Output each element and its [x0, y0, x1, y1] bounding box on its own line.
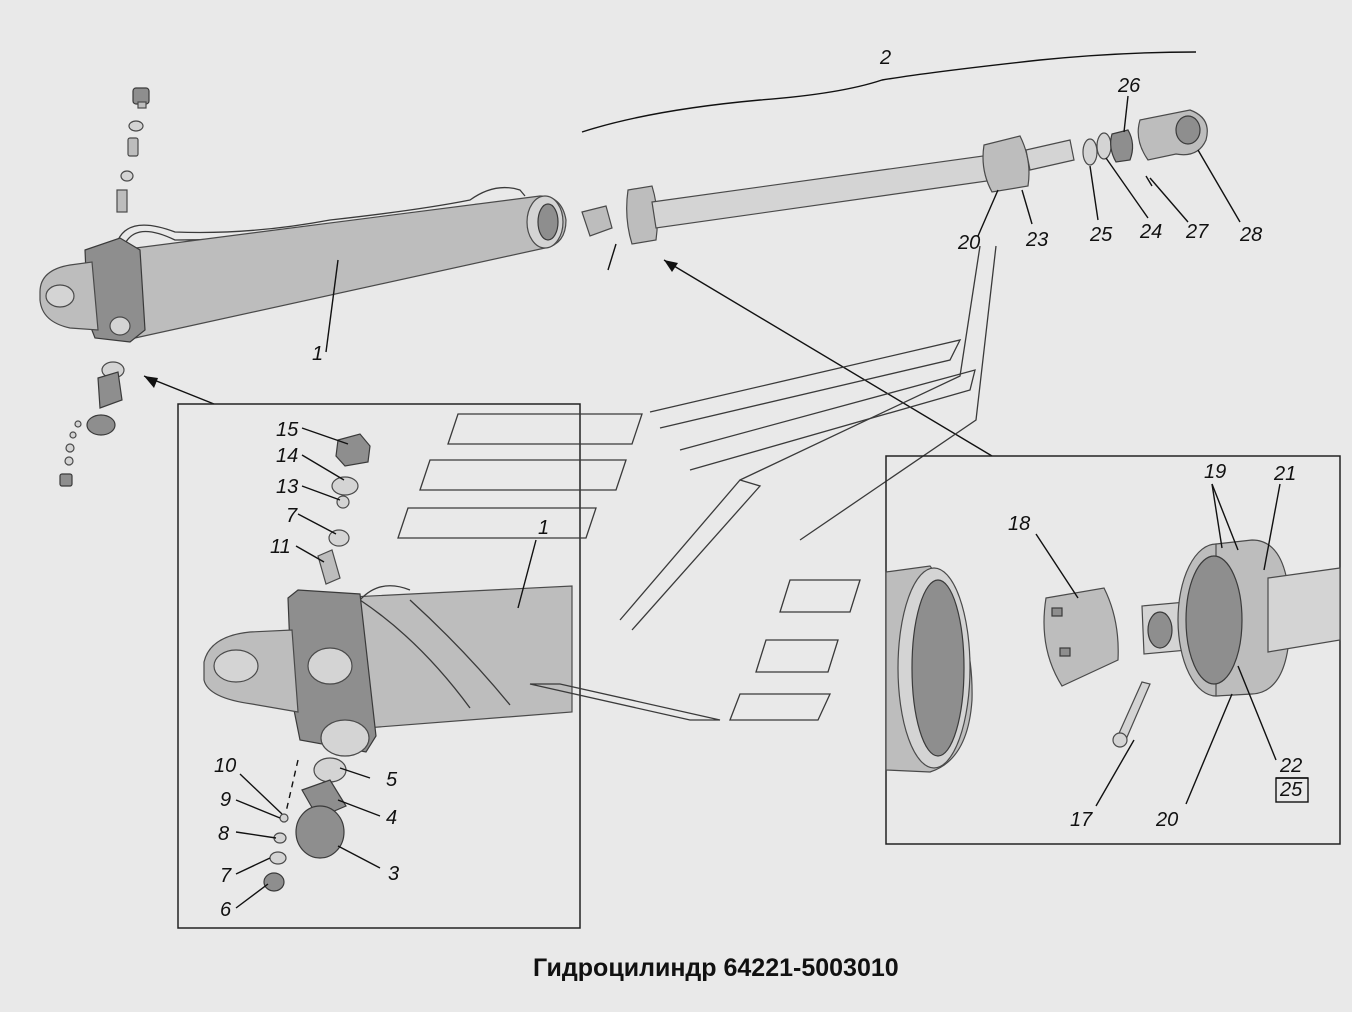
callout-21: 21: [1273, 463, 1296, 485]
callout-14: 14: [276, 445, 298, 467]
top-fitting-stack: [116, 87, 150, 213]
callout-20-detail: 20: [1155, 809, 1178, 831]
callout-4: 4: [386, 807, 397, 829]
leader-lines: [235, 95, 1281, 909]
callout-26: 26: [1117, 75, 1141, 97]
pointer-arrows: [143, 259, 993, 457]
callout-25-top: 25: [1089, 224, 1113, 246]
callout-labels: 1 2 20 23 25 24 27 28 26 15 14 13 7 11 1…: [214, 47, 1303, 921]
diagram-title: Гидроцилиндр 64221-5003010: [533, 954, 899, 982]
callout-15: 15: [276, 419, 299, 441]
callout-11: 11: [270, 536, 291, 558]
callout-7-b: 7: [220, 865, 232, 887]
port-fitting-stack: [59, 361, 125, 487]
callout-10: 10: [214, 755, 236, 777]
callout-22-25-box: [1275, 777, 1309, 803]
callout-19: 19: [1204, 461, 1226, 483]
watermark-logo: [397, 245, 997, 721]
callout-23: 23: [1025, 229, 1048, 251]
callout-1-detail: 1: [538, 517, 549, 539]
callout-5: 5: [386, 769, 398, 791]
callout-1-main: 1: [312, 343, 323, 365]
callout-3: 3: [388, 863, 399, 885]
callout-24: 24: [1139, 221, 1162, 243]
callout-13: 13: [276, 476, 298, 498]
rod-assembly: [581, 51, 1208, 271]
callout-22: 22: [1279, 755, 1302, 777]
cylinder-body: [39, 186, 567, 343]
callout-20-top: 20: [957, 232, 980, 254]
callout-25-box: 25: [1279, 779, 1303, 801]
left-detail-frame: [177, 403, 581, 929]
right-detail-drawing: [885, 539, 1341, 773]
callout-8: 8: [218, 823, 229, 845]
callout-18: 18: [1008, 513, 1030, 535]
callout-28: 28: [1239, 224, 1262, 246]
callout-2: 2: [879, 47, 891, 69]
callout-17: 17: [1070, 809, 1093, 831]
callout-9: 9: [220, 789, 231, 811]
left-detail-drawing: [203, 433, 573, 892]
callout-6: 6: [220, 899, 232, 921]
callout-7-a: 7: [286, 505, 298, 527]
callout-27: 27: [1185, 221, 1209, 243]
